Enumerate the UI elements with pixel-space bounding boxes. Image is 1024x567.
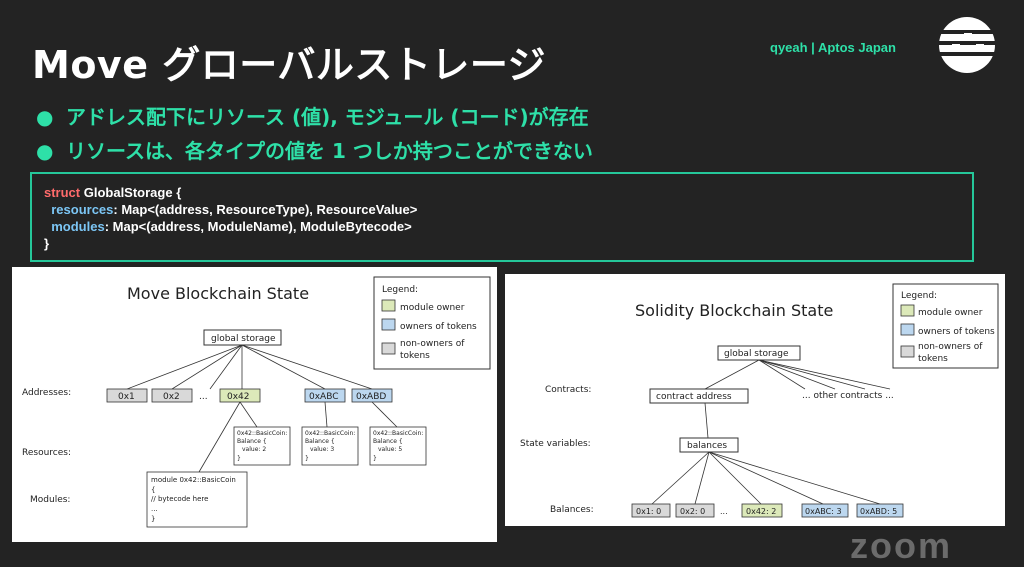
resource-box-0xABD: 0x42::BasicCoin: Balance { value: 5 } bbox=[369, 426, 427, 466]
svg-text:non-owners of: non-owners of bbox=[918, 342, 983, 352]
row-label-modules: Modules: bbox=[30, 495, 70, 505]
resource-box-0x42: 0x42::BasicCoin: Balance { value: 2 } bbox=[233, 426, 291, 466]
svg-text:module owner: module owner bbox=[918, 308, 983, 318]
code-line-resources: : Map<(address, ResourceType), ResourceV… bbox=[113, 202, 418, 217]
legend-title: Legend: bbox=[382, 285, 418, 295]
legend-non-owner-2: tokens bbox=[400, 351, 430, 361]
row-label-addresses: Addresses: bbox=[22, 388, 71, 398]
bullet-text: リソースは、各タイプの値を 1 つしか持つことができない bbox=[66, 139, 593, 163]
bullet-item: ●リソースは、各タイプの値を 1 つしか持つことができない bbox=[36, 139, 593, 163]
svg-text:Contracts:: Contracts: bbox=[545, 385, 591, 395]
bullet-list: ●アドレス配下にリソース (値), モジュール (コード)が存在 ●リソースは、… bbox=[36, 100, 593, 168]
aptos-logo-icon bbox=[938, 17, 996, 73]
code-field-modules: modules bbox=[51, 219, 105, 234]
author-label: qyeah | Aptos Japan bbox=[770, 40, 896, 55]
resource-box-0xABC: 0x42::BasicCoin: Balance { value: 3 } bbox=[301, 426, 359, 466]
svg-text:owners of tokens: owners of tokens bbox=[918, 327, 995, 337]
legend-module-owner: module owner bbox=[400, 303, 465, 313]
svg-text:0x2: 0: 0x2: 0 bbox=[680, 507, 705, 516]
svg-text:// bytecode here: // bytecode here bbox=[151, 495, 208, 503]
balances-node: balances bbox=[687, 441, 727, 451]
address-0xABC: 0xABC bbox=[309, 392, 339, 402]
svg-text:0x42::BasicCoin:: 0x42::BasicCoin: bbox=[305, 430, 355, 437]
code-close: } bbox=[44, 236, 50, 251]
svg-text:}: } bbox=[305, 455, 309, 462]
svg-text:value: 5: value: 5 bbox=[378, 446, 402, 453]
address-ellipsis: ... bbox=[199, 392, 208, 402]
slide-title: Move グローバルストレージ bbox=[32, 43, 547, 87]
svg-text:...: ... bbox=[720, 507, 728, 516]
svg-text:...: ... bbox=[151, 505, 158, 513]
svg-text:0x1: 0: 0x1: 0 bbox=[636, 507, 661, 516]
move-legend: Legend: module owner owners of tokens no… bbox=[373, 276, 491, 370]
row-label-resources: Resources: bbox=[22, 448, 71, 458]
legend-non-owner: non-owners of bbox=[400, 339, 465, 349]
svg-text:value: 3: value: 3 bbox=[310, 446, 334, 453]
svg-text:module 0x42::BasicCoin: module 0x42::BasicCoin bbox=[151, 476, 236, 484]
svg-text:Legend:: Legend: bbox=[901, 291, 937, 301]
solidity-root-node: global storage bbox=[724, 349, 789, 359]
code-line-modules: : Map<(address, ModuleName), ModuleBytec… bbox=[104, 219, 412, 234]
address-0xABD: 0xABD bbox=[356, 392, 386, 402]
other-contracts-label: ... other contracts ... bbox=[802, 391, 894, 401]
module-box: module 0x42::BasicCoin { // bytecode her… bbox=[146, 471, 248, 528]
bullet-text: アドレス配下にリソース (値), モジュール (コード)が存在 bbox=[66, 105, 589, 129]
svg-text:{: { bbox=[151, 486, 155, 494]
svg-text:Balance {: Balance { bbox=[237, 438, 267, 445]
svg-text:}: } bbox=[151, 515, 155, 523]
svg-text:value: 2: value: 2 bbox=[242, 446, 266, 453]
svg-text:State variables:: State variables: bbox=[520, 439, 591, 449]
svg-text:0xABD: 5: 0xABD: 5 bbox=[860, 507, 897, 516]
svg-text:}: } bbox=[373, 455, 377, 462]
svg-text:0x42: 2: 0x42: 2 bbox=[746, 507, 776, 516]
svg-text:Balances:: Balances: bbox=[550, 505, 594, 515]
svg-text:tokens: tokens bbox=[918, 354, 948, 364]
move-root-node: global storage bbox=[211, 334, 276, 344]
address-0x2: 0x2 bbox=[163, 392, 180, 402]
move-state-diagram: Move Blockchain State Legend: module own… bbox=[12, 267, 497, 542]
svg-text:0x42::BasicCoin:: 0x42::BasicCoin: bbox=[237, 430, 287, 437]
svg-text:0x42::BasicCoin:: 0x42::BasicCoin: bbox=[373, 430, 423, 437]
bullet-item: ●アドレス配下にリソース (値), モジュール (コード)が存在 bbox=[36, 105, 589, 129]
solidity-legend: Legend: module owner owners of tokens no… bbox=[892, 283, 999, 369]
svg-text:Balance {: Balance { bbox=[373, 438, 403, 445]
address-0x1: 0x1 bbox=[118, 392, 135, 402]
contract-address-node: contract address bbox=[656, 392, 732, 402]
move-diagram-title: Move Blockchain State bbox=[127, 284, 309, 303]
code-block: struct GlobalStorage { resources: Map<(a… bbox=[30, 172, 974, 262]
code-struct-name: GlobalStorage { bbox=[80, 185, 182, 200]
solidity-state-diagram: Solidity Blockchain State Legend: module… bbox=[505, 274, 1005, 526]
legend-token-owner: owners of tokens bbox=[400, 322, 477, 332]
svg-text:Balance {: Balance { bbox=[305, 438, 335, 445]
zoom-watermark: zoom bbox=[850, 525, 952, 566]
svg-text:0xABC: 3: 0xABC: 3 bbox=[805, 507, 842, 516]
solidity-diagram-title: Solidity Blockchain State bbox=[635, 301, 833, 320]
address-0x42: 0x42 bbox=[227, 392, 250, 402]
code-keyword: struct bbox=[44, 185, 81, 200]
code-field-resources: resources bbox=[51, 202, 114, 217]
svg-text:}: } bbox=[237, 455, 241, 462]
